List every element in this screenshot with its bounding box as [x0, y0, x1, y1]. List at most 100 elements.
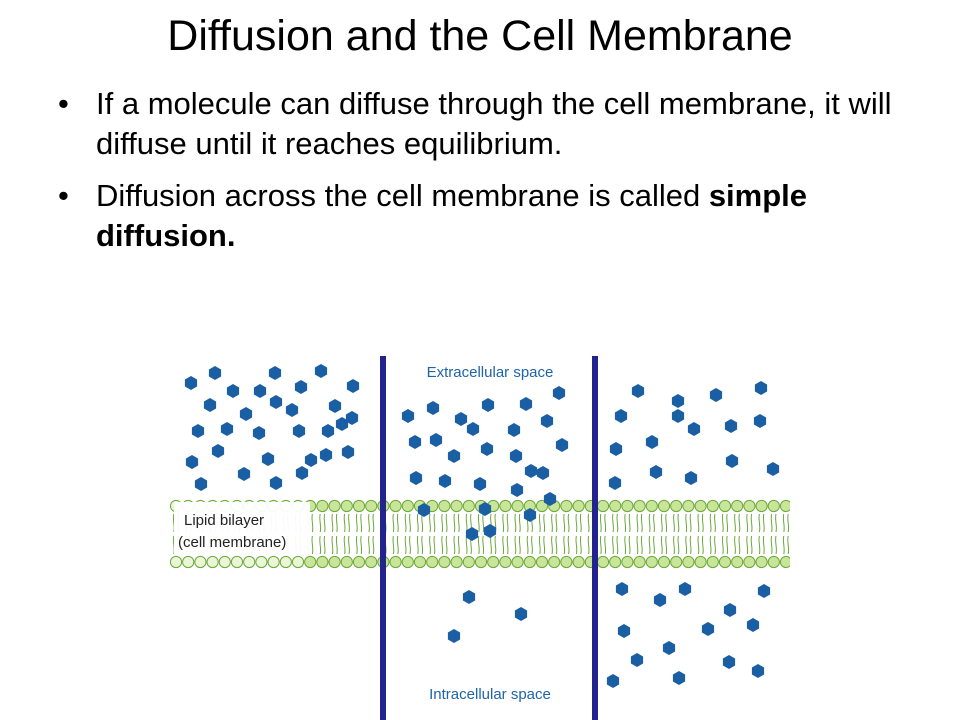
hexagon-molecule-icon — [211, 444, 225, 458]
lipid-head-bottom — [596, 555, 610, 569]
hexagon-molecule-icon — [672, 671, 686, 685]
lipid-tail — [604, 535, 607, 555]
lipid-head-top — [767, 499, 780, 513]
lipid-head-bottom — [706, 555, 719, 569]
lipid-tail — [514, 535, 517, 555]
lipid-tail — [648, 513, 651, 533]
lipid-tail — [372, 513, 375, 533]
lipid-head-top — [328, 499, 341, 513]
lipid-tail — [538, 535, 541, 555]
hexagon-molecule-icon — [184, 376, 198, 390]
lipid-tail — [787, 513, 790, 533]
hexagon-molecule-icon — [203, 398, 217, 412]
hexagon-molecule-icon — [341, 445, 355, 459]
lipid-tail — [677, 513, 680, 533]
hexagon-molecule-icon — [438, 474, 452, 488]
lipid-head-bottom — [328, 555, 341, 569]
lipid-tail — [360, 513, 363, 533]
lipid-tail — [653, 513, 655, 533]
lipid-head-top — [340, 499, 353, 513]
lipid-tail — [604, 513, 607, 533]
lipid-tail — [409, 513, 411, 533]
hexagon-molecule-icon — [757, 584, 771, 598]
lipid-tail — [697, 513, 700, 533]
hexagon-molecule-icon — [426, 401, 440, 415]
hexagon-molecule-icon — [536, 466, 550, 480]
bullet-bold-text: simple diffusion. — [96, 178, 808, 253]
hexagon-molecule-icon — [671, 409, 685, 423]
lipid-head-top — [438, 499, 451, 513]
hexagon-molecule-icon — [662, 641, 676, 655]
lipid-tail — [543, 513, 546, 533]
lipid-tail — [762, 513, 765, 533]
lipid-head-bottom — [511, 555, 524, 569]
lipid-head-top — [694, 499, 707, 513]
lipid-head-bottom — [694, 555, 707, 569]
lipid-head-bottom — [572, 555, 585, 569]
lipid-tail — [502, 513, 505, 533]
lipid-tail — [685, 513, 688, 533]
hexagon-molecule-icon — [543, 492, 557, 506]
lipid-tail — [445, 513, 448, 533]
lipid-head-top — [560, 499, 573, 513]
lipid-head-top — [535, 499, 549, 513]
lipid-tail — [368, 535, 370, 555]
lipid-tail — [628, 535, 631, 555]
lipid-tail — [360, 535, 363, 555]
hexagon-molecule-icon — [653, 593, 667, 607]
lipid-head-bottom — [182, 555, 195, 569]
lipid-head-top — [389, 499, 402, 513]
lipid-head-bottom — [474, 555, 488, 569]
lipid-tail — [355, 513, 358, 533]
lipid-tail — [701, 513, 704, 533]
lipid-tail — [343, 513, 346, 533]
hexagon-molecule-icon — [754, 381, 768, 395]
lipid-tail — [555, 513, 558, 533]
lipid-tail — [636, 535, 639, 555]
lipid-tail — [782, 513, 785, 533]
lipid-tail — [673, 513, 675, 533]
hexagon-molecule-icon — [723, 603, 737, 617]
hexagon-molecule-icon — [294, 380, 308, 394]
lipid-head-bottom — [755, 555, 768, 569]
lipid-tail — [429, 535, 431, 555]
lipid-head-top — [596, 499, 610, 513]
lipid-head-bottom — [462, 555, 475, 569]
hexagon-molecule-icon — [606, 674, 620, 688]
lipid-head-bottom — [413, 555, 427, 569]
diffusion-diagram: Lipid bilayer (cell membrane) Extracellu… — [170, 356, 790, 720]
lipid-tail — [677, 535, 680, 555]
lipid-tail — [416, 513, 419, 533]
lipid-tail — [709, 535, 712, 555]
hexagon-molecule-icon — [523, 508, 537, 522]
intracellular-label: Intracellular space — [429, 686, 551, 703]
lipid-head-bottom — [682, 555, 695, 569]
hexagon-molecule-icon — [466, 422, 480, 436]
hexagon-molecule-icon — [401, 409, 415, 423]
lipid-tail — [396, 535, 399, 555]
hexagon-molecule-icon — [335, 417, 349, 431]
lipid-head-top — [401, 499, 414, 513]
lipid-head-bottom — [316, 555, 329, 569]
lipid-tail — [624, 535, 627, 555]
lipid-head-top — [645, 499, 658, 513]
hexagon-molecule-icon — [481, 398, 495, 412]
lipid-tail — [750, 513, 753, 533]
lipid-head-bottom — [401, 555, 414, 569]
lipid-label-line2: (cell membrane) — [178, 534, 286, 551]
hexagon-molecule-icon — [514, 607, 528, 621]
lipid-head-bottom — [279, 555, 292, 569]
lipid-tail — [311, 513, 314, 533]
extracellular-label: Extracellular space — [427, 364, 554, 381]
hexagon-molecule-icon — [285, 403, 299, 417]
lipid-head-top — [657, 499, 671, 513]
lipid-tail — [433, 535, 436, 555]
lipid-tail — [457, 513, 460, 533]
lipid-head-top — [718, 499, 732, 513]
hexagon-molecule-icon — [208, 366, 222, 380]
lipid-tail — [551, 513, 553, 533]
hexagon-molecule-icon — [510, 483, 524, 497]
hexagon-molecule-icon — [409, 471, 423, 485]
lipid-tail — [567, 535, 570, 555]
hexagon-molecule-icon — [519, 397, 533, 411]
